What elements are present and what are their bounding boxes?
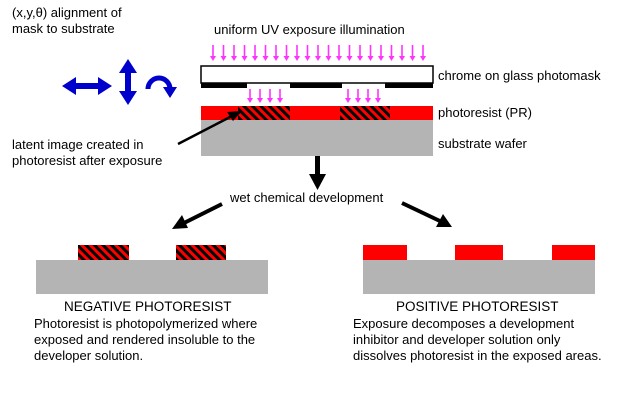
- positive-remaining-resist: [455, 245, 503, 260]
- development-label: wet chemical development: [229, 190, 384, 205]
- chrome-segment: [201, 83, 247, 88]
- down-arrow-icon: [309, 156, 326, 190]
- uv-ray-head: [262, 56, 269, 61]
- photoresist-label: photoresist (PR): [438, 105, 532, 120]
- uv-ray-head: [378, 56, 384, 61]
- positive-desc-line3: dissolves photoresist in the exposed are…: [353, 348, 602, 363]
- negative-remaining-resist: [78, 245, 129, 260]
- uv-ray-head: [283, 56, 290, 61]
- alignment-label-line2: mask to substrate: [12, 21, 115, 36]
- substrate-label: substrate wafer: [438, 136, 528, 151]
- uv-arrows-through-mask: [247, 89, 381, 103]
- glass-photomask: [200, 65, 434, 84]
- negative-desc-line3: developer solution.: [34, 348, 143, 363]
- positive-substrate: [363, 260, 595, 294]
- uv-ray-head: [346, 56, 353, 61]
- arrow-to-negative-icon: [172, 202, 223, 229]
- negative-remaining-resist: [176, 245, 226, 260]
- uv-ray-head: [325, 56, 332, 61]
- positive-desc-line2: inhibitor and developer solution only: [353, 332, 561, 347]
- arrow-to-positive-icon: [401, 201, 452, 227]
- uv-ray-head: [388, 56, 395, 61]
- positive-desc-line1: Exposure decomposes a development: [353, 316, 575, 331]
- horizontal-arrow-icon: [62, 77, 112, 95]
- substrate-wafer: [201, 120, 433, 156]
- uv-ray-head: [252, 56, 258, 61]
- positive-title: POSITIVE PHOTORESIST: [396, 299, 559, 314]
- uv-ray-head: [367, 56, 374, 61]
- uv-ray-head: [357, 56, 363, 61]
- uv-ray-head: [345, 98, 351, 103]
- latent-image-pointer-arrow: [177, 111, 242, 146]
- uv-ray-head: [420, 56, 426, 61]
- uv-ray-head: [355, 98, 361, 103]
- latent-image-region: [340, 106, 390, 120]
- uv-ray-head: [409, 56, 416, 61]
- uv-ray-head: [267, 98, 273, 103]
- uv-ray-head: [257, 98, 263, 103]
- alignment-label-line1: (x,y,θ) alignment of: [12, 5, 122, 20]
- chrome-segment: [385, 83, 433, 88]
- uv-ray-head: [241, 56, 248, 61]
- uv-ray-head: [294, 56, 300, 61]
- uv-ray-head: [277, 98, 283, 103]
- latent-image-label-line1: latent image created in: [12, 137, 144, 152]
- chrome-segment: [290, 83, 342, 88]
- uv-ray-head: [375, 98, 381, 103]
- latent-image-region: [238, 106, 290, 120]
- uv-ray-head: [365, 98, 371, 103]
- negative-desc-line1: Photoresist is photopolymerized where: [34, 316, 257, 331]
- photomask-label: chrome on glass photomask: [438, 68, 601, 83]
- uv-ray-head: [304, 56, 311, 61]
- negative-substrate: [36, 260, 268, 294]
- latent-image-label-line2: photoresist after exposure: [12, 153, 162, 168]
- negative-desc-line2: exposed and rendered insoluble to the: [34, 332, 255, 347]
- uv-ray-head: [247, 98, 253, 103]
- uv-ray-head: [273, 56, 279, 61]
- uv-ray-head: [220, 56, 227, 61]
- uv-ray-head: [210, 56, 216, 61]
- positive-remaining-resist: [552, 245, 595, 260]
- uv-ray-head: [336, 56, 342, 61]
- uv-ray-head: [231, 56, 237, 61]
- uv-arrows-top: [210, 45, 426, 61]
- negative-title: NEGATIVE PHOTORESIST: [64, 299, 232, 314]
- rotation-arrow-icon: [145, 75, 177, 98]
- uv-ray-head: [315, 56, 321, 61]
- vertical-arrow-icon: [119, 59, 137, 105]
- uv-ray-head: [399, 56, 405, 61]
- uv-illumination-label: uniform UV exposure illumination: [214, 22, 405, 37]
- positive-remaining-resist: [363, 245, 407, 260]
